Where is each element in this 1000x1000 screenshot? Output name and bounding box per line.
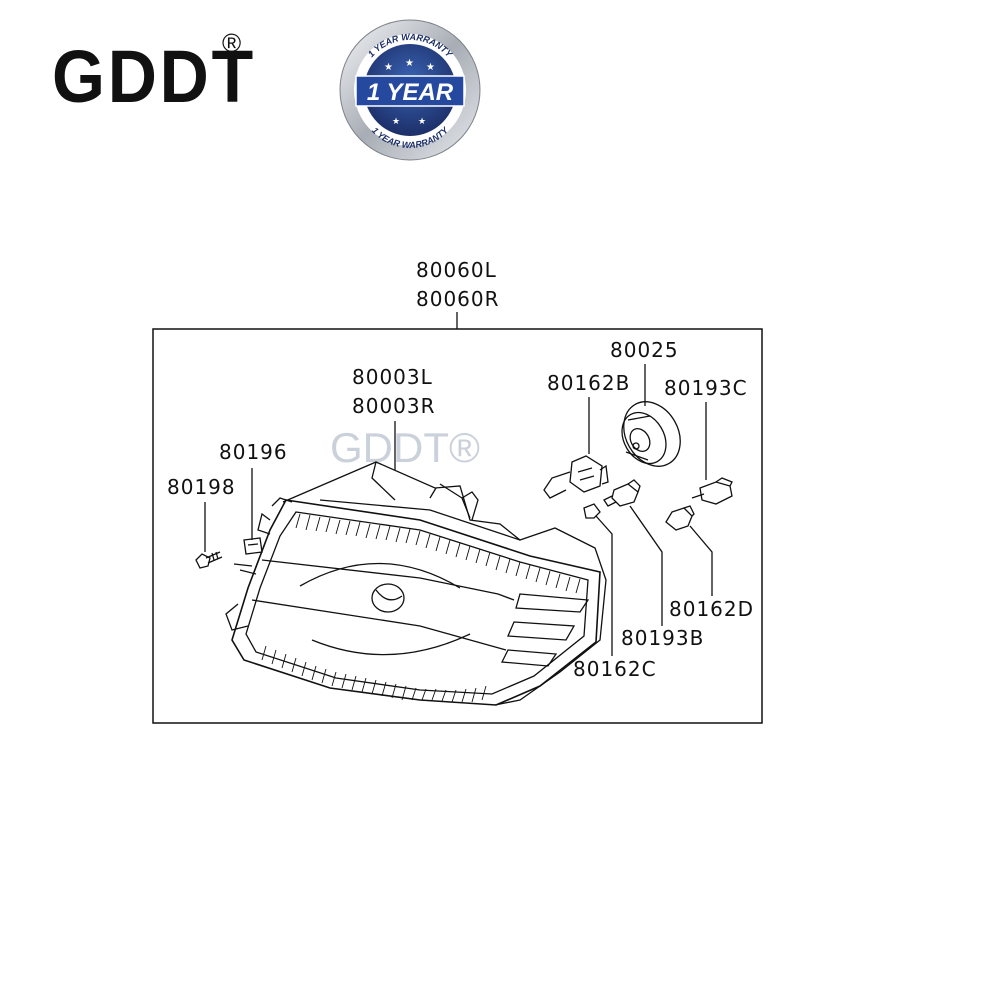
housing-label-left: 80003L — [352, 365, 433, 389]
headlamp-housing — [226, 462, 606, 705]
assembly-label-right: 80060R — [416, 287, 500, 311]
screw-part — [196, 552, 256, 574]
bulb-c-label: 80162C — [573, 657, 657, 681]
socket-b-label: 80193B — [621, 626, 704, 650]
housing-label-right: 80003R — [352, 394, 436, 418]
clip-label: 80196 — [219, 440, 288, 464]
star-icon: ★ ★ ★ ★ ★ — [384, 58, 435, 127]
bulb-d-label: 80162D — [669, 597, 754, 621]
bulb-c-part — [584, 504, 600, 518]
cap-label: 80025 — [610, 338, 679, 362]
svg-text:★: ★ — [384, 62, 393, 73]
registered-mark: ® — [222, 28, 242, 58]
socket-b-leader — [630, 506, 662, 626]
svg-text:★: ★ — [418, 117, 426, 127]
brand-logo: GDDT — [52, 35, 256, 118]
clip-part — [244, 538, 262, 554]
bulb-b-label: 80162B — [547, 371, 630, 395]
bulb-d-leader — [690, 526, 712, 596]
badge-center-text: 1 YEAR — [367, 79, 454, 106]
bulb-d-part — [666, 506, 694, 530]
lens-hatching — [262, 514, 580, 702]
bulb-c-leader — [596, 516, 612, 656]
svg-text:★: ★ — [392, 117, 400, 127]
watermark-text: GDDT® — [330, 424, 480, 471]
screw-label: 80198 — [167, 475, 236, 499]
socket-c-part — [692, 478, 732, 504]
assembly-label-left: 80060L — [416, 258, 497, 282]
cap-part — [612, 392, 691, 477]
svg-text:★: ★ — [426, 62, 435, 73]
svg-text:★: ★ — [405, 58, 414, 69]
socket-c-label: 80193C — [664, 376, 748, 400]
warranty-badge: 1 YEAR WARRANTY 1 YEAR WARRANTY 1 YEAR ★… — [338, 18, 482, 162]
bulb-b-part — [544, 456, 608, 498]
diagram-frame — [153, 329, 762, 723]
socket-b-part — [604, 480, 640, 506]
